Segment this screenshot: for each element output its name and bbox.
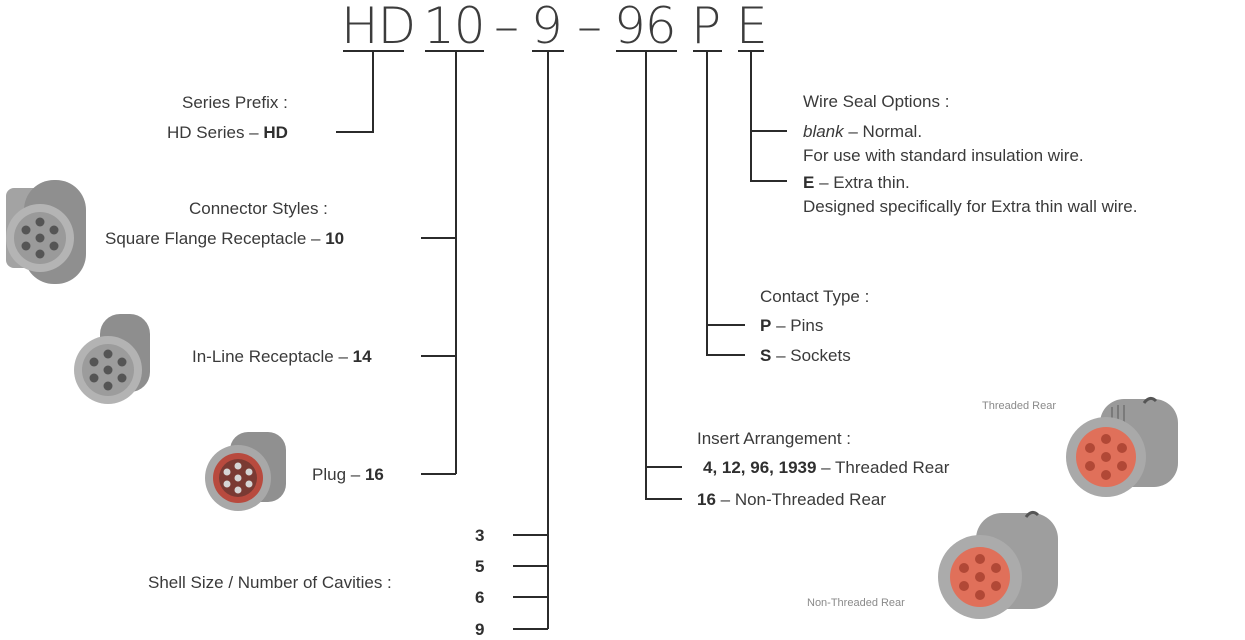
code-dash-1: – [494,0,518,56]
series-prefix-item: HD Series – HD [167,123,288,143]
non-threaded-rear-connector-image [934,505,1064,627]
threaded-rear-caption: Threaded Rear [982,400,1056,412]
connector-style-code: 10 [325,229,344,248]
shell-size-value: 3 [475,526,484,546]
wire-seal-text: – Extra thin. [814,173,909,192]
contact-type-item-p: P – Pins [760,316,823,336]
connector-style-code: 14 [353,347,372,366]
inline-receptacle-image [70,310,156,410]
connector-style-text: Plug – [312,465,365,484]
connector-styles-heading: Connector Styles : [189,199,328,219]
contact-type-text: – Pins [771,316,823,335]
series-prefix-text: HD Series – [167,123,263,142]
code-size: 9 [531,0,562,56]
connector-style-text: Square Flange Receptacle – [105,229,325,248]
insert-arrangement-item-threaded: 4, 12, 96, 1939 – Threaded Rear [703,458,949,478]
connector-style-item-16: Plug – 16 [312,465,384,485]
contact-type-item-s: S – Sockets [760,346,851,366]
connector-style-item-10: Square Flange Receptacle – 10 [105,229,344,249]
threaded-rear-connector-image [1060,393,1184,505]
code-dash-2: – [577,0,601,56]
wire-seal-text: – Normal. [844,122,922,141]
shell-size-value: 9 [475,620,484,640]
series-prefix-heading: Series Prefix : [182,93,288,113]
wire-seal-desc-e: Designed specifically for Extra thin wal… [803,197,1137,217]
contact-type-code: P [760,316,771,335]
insert-arrangement-code: 16 [697,490,716,509]
shell-size-value: 6 [475,588,484,608]
insert-arrangement-heading: Insert Arrangement : [697,429,851,449]
code-arrangement: 96 [614,0,676,56]
series-prefix-code: HD [263,123,288,142]
plug-image [200,428,292,514]
non-threaded-rear-caption: Non-Threaded Rear [807,597,905,609]
shell-size-value: 5 [475,557,484,577]
wire-seal-heading: Wire Seal Options : [803,92,949,112]
wire-seal-code: blank [803,122,844,141]
shell-size-heading: Shell Size / Number of Cavities : [148,573,392,593]
connector-style-text: In-Line Receptacle – [192,347,353,366]
insert-arrangement-item-non-threaded: 16 – Non-Threaded Rear [697,490,886,510]
contact-type-code: S [760,346,771,365]
code-style: 10 [423,0,485,56]
wire-seal-desc-blank: For use with standard insulation wire. [803,146,1084,166]
code-seal: E [736,0,767,56]
wire-seal-item-e: E – Extra thin. [803,173,910,193]
insert-arrangement-code: 4, 12, 96, 1939 [703,458,816,477]
square-flange-receptacle-image [0,178,92,296]
insert-arrangement-text: – Non-Threaded Rear [716,490,886,509]
wire-seal-item-blank: blank – Normal. [803,122,922,142]
contact-type-heading: Contact Type : [760,287,869,307]
code-contact: P [691,0,720,56]
connector-style-item-14: In-Line Receptacle – 14 [192,347,372,367]
connector-style-code: 16 [365,465,384,484]
wire-seal-code: E [803,173,814,192]
code-series: HD [341,0,415,56]
insert-arrangement-text: – Threaded Rear [816,458,949,477]
contact-type-text: – Sockets [771,346,850,365]
